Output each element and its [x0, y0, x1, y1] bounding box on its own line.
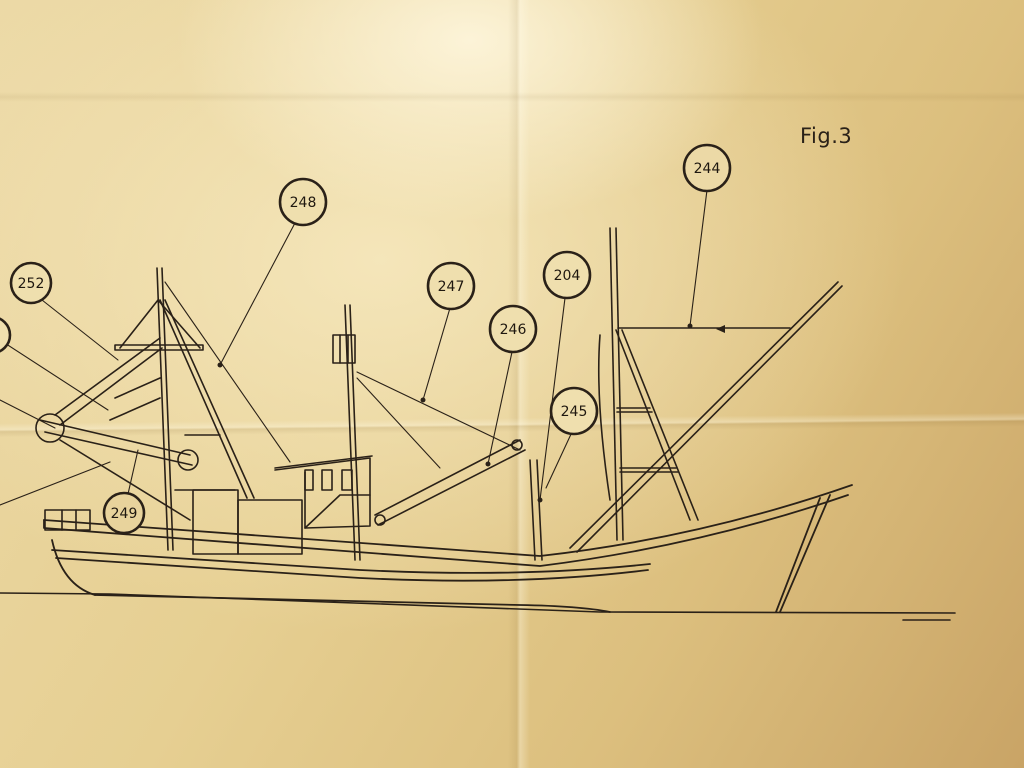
- waterline: [0, 592, 956, 621]
- aft-mast-rig: [569, 227, 843, 553]
- callout-partial-left: [0, 317, 12, 353]
- callout-204: 204: [542, 250, 592, 300]
- callout-246-number: 246: [500, 322, 527, 338]
- hull: [43, 484, 853, 613]
- centre-mast-rig: [332, 304, 543, 561]
- callout-246: 246: [488, 304, 538, 354]
- callout-204-number: 204: [554, 268, 581, 284]
- callout-252: 252: [9, 261, 53, 305]
- main-mast-rig: [35, 267, 255, 551]
- callout-245-number: 245: [561, 404, 588, 420]
- callouts: 244 248 252 247 204 24: [0, 143, 732, 535]
- callout-247: 247: [426, 261, 476, 311]
- deckhouse: [44, 455, 373, 555]
- callout-245: 245: [549, 386, 599, 436]
- rigging-lines: [0, 281, 521, 506]
- callout-248-number: 248: [290, 195, 317, 211]
- callout-244: 244: [682, 143, 732, 193]
- paper-fold-horizontal-top: [0, 92, 1024, 102]
- callout-244-number: 244: [694, 161, 721, 177]
- callout-leaders: [41, 189, 708, 501]
- callout-249: 249: [102, 491, 146, 535]
- callout-252-number: 252: [18, 276, 45, 292]
- paper-fold-vertical: [508, 0, 530, 768]
- callout-247-number: 247: [438, 279, 465, 295]
- callout-248: 248: [278, 177, 328, 227]
- figure-label: Fig.3: [800, 124, 853, 148]
- callout-249-number: 249: [111, 506, 138, 522]
- leader-dots: [217, 323, 725, 503]
